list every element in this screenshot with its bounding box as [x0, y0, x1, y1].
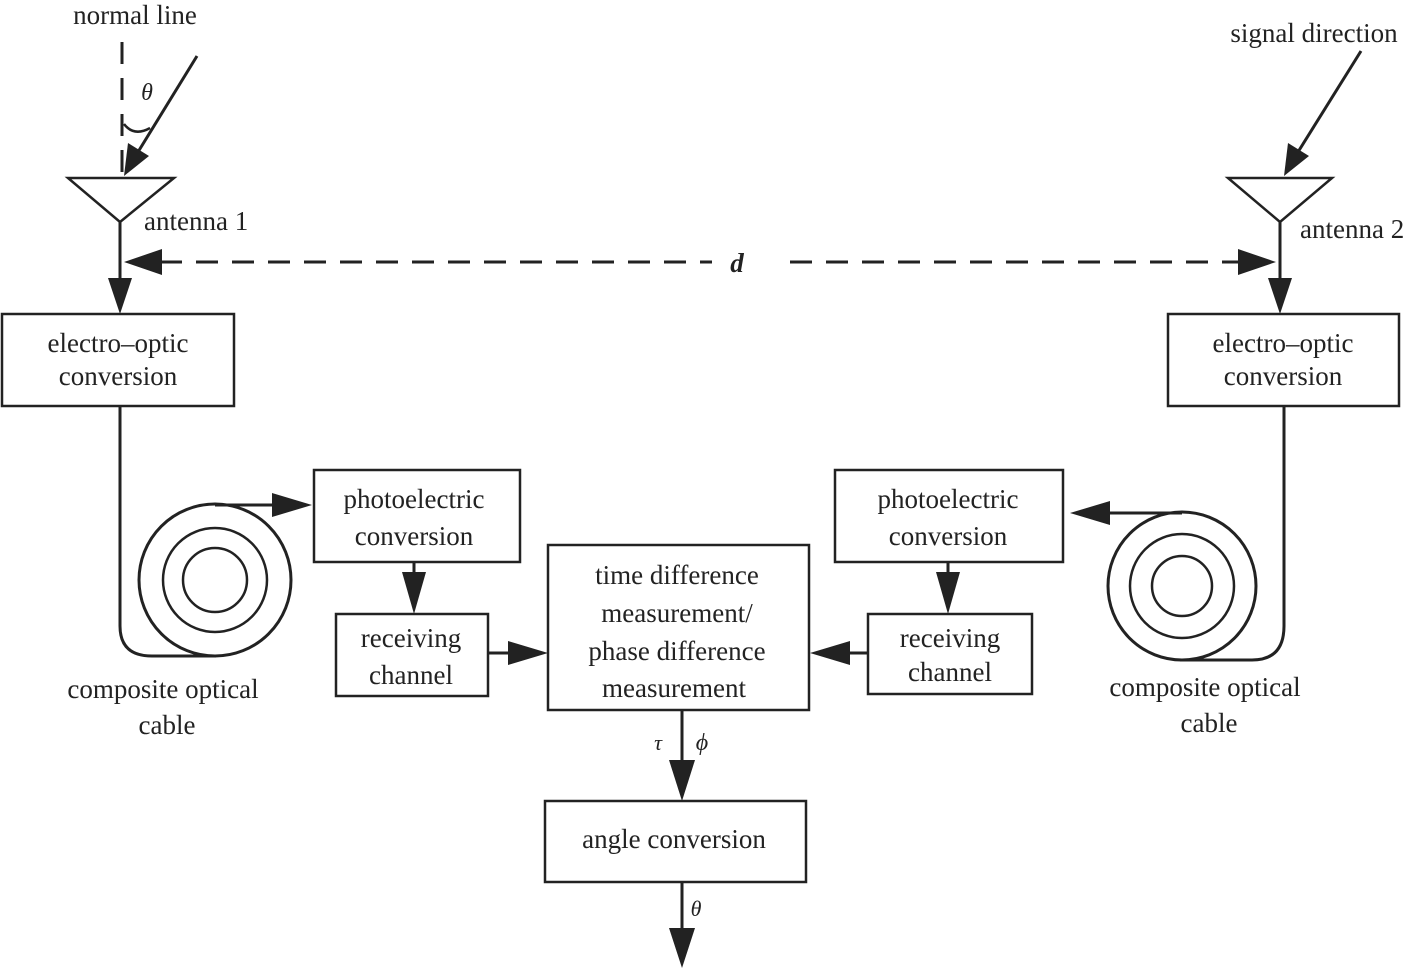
antenna-1-label: antenna 1	[144, 206, 248, 236]
antenna-2-feed-arrowhead	[1268, 278, 1292, 314]
measure-to-angle-arrowhead	[669, 760, 695, 801]
measure-line-1: time difference	[595, 560, 759, 590]
incident-signal-arrowhead	[124, 143, 149, 176]
antenna-1-icon	[64, 176, 178, 224]
rx-channel-right-box	[866, 612, 1034, 696]
antenna-2-label: antenna 2	[1300, 214, 1404, 244]
theta-incidence-label: θ	[141, 80, 153, 106]
antenna-1-feed-arrowhead	[108, 278, 132, 314]
angle-conversion-box	[543, 799, 808, 884]
cable-right-label-2: cable	[1181, 708, 1238, 738]
cable-left-label-2: cable	[139, 710, 196, 740]
pe-right-to-rx-arrowhead	[936, 572, 960, 614]
pe-right-line-1: photoelectric	[878, 484, 1019, 514]
eo-left-line-2: conversion	[59, 361, 178, 391]
angle-output-arrowhead	[669, 928, 695, 968]
distance-arrowhead-right	[1238, 249, 1276, 275]
rx-left-to-measure-arrowhead	[508, 641, 548, 665]
cable-right-run	[1180, 406, 1286, 662]
cable-left-run	[118, 406, 216, 658]
pe-left-line-1: photoelectric	[344, 484, 485, 514]
eo-conversion-left-box	[0, 312, 236, 408]
cable-left-coil-middle	[161, 526, 269, 634]
antenna-2-icon	[1224, 176, 1336, 224]
pe-right-line-2: conversion	[889, 521, 1008, 551]
normal-line-label: normal line	[73, 0, 197, 30]
tau-label: τ	[654, 730, 663, 755]
measurement-box	[546, 543, 811, 712]
pe-left-line-2: conversion	[355, 521, 474, 551]
cable-right-coil-middle	[1128, 532, 1236, 640]
signal-direction-line	[1296, 50, 1363, 153]
cable-right-label-1: composite optical	[1109, 672, 1300, 702]
rx-channel-left-box	[334, 612, 490, 698]
phi-label: ϕ	[696, 730, 708, 756]
incident-signal-line	[136, 55, 199, 153]
rx-left-line-1: receiving	[361, 623, 461, 653]
angle-conversion-label: angle conversion	[582, 824, 766, 854]
rx-right-line-1: receiving	[900, 623, 1000, 653]
pe-left-to-rx-arrowhead	[402, 572, 426, 614]
cable-left-output-arrowhead	[272, 493, 312, 517]
theta-output-label: θ	[691, 896, 702, 921]
cable-left-label-1: composite optical	[67, 674, 258, 704]
signal-direction-label: signal direction	[1230, 18, 1398, 48]
measure-line-4: measurement	[602, 673, 746, 703]
eo-right-line-2: conversion	[1224, 361, 1343, 391]
distance-arrowhead-left	[124, 249, 162, 275]
pe-conversion-left-box	[312, 468, 522, 564]
eo-conversion-right-box	[1166, 312, 1401, 408]
measure-line-2: measurement/	[601, 598, 753, 628]
rx-right-line-2: channel	[908, 657, 992, 687]
signal-direction-arrowhead	[1284, 143, 1309, 176]
rx-left-line-2: channel	[369, 660, 453, 690]
rx-right-to-measure-arrowhead	[810, 641, 850, 665]
cable-right-coil-inner	[1150, 554, 1214, 618]
eo-right-line-1: electro–optic	[1213, 328, 1354, 358]
eo-left-line-1: electro–optic	[48, 328, 189, 358]
distance-label: d	[730, 248, 744, 278]
measure-line-3: phase difference	[588, 636, 765, 666]
theta-angle-arc	[123, 123, 151, 133]
cable-right-output-arrowhead	[1070, 501, 1110, 525]
cable-left-coil-inner	[181, 546, 249, 614]
